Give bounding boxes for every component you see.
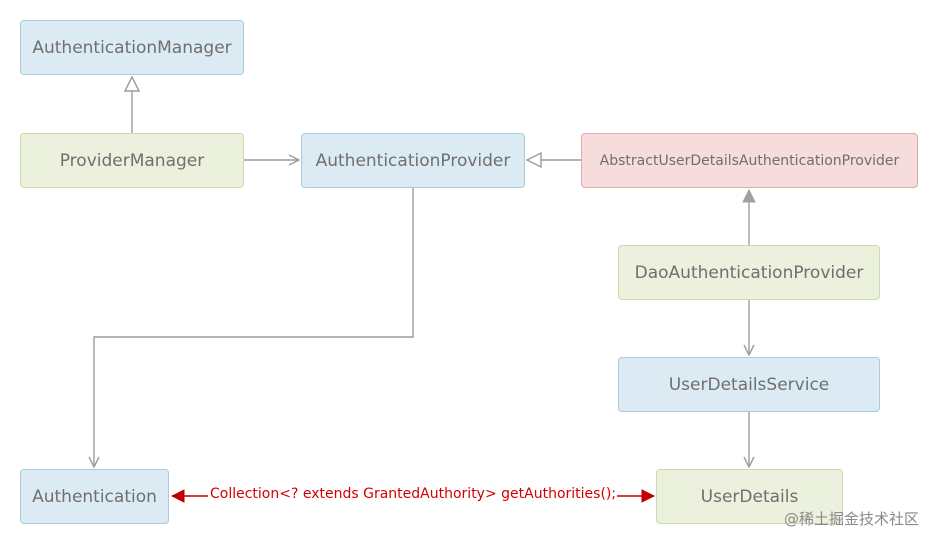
node-authentication: Authentication <box>20 469 169 524</box>
edge-authenticationprovider-authentication <box>94 188 414 467</box>
node-label: UserDetailsService <box>668 374 830 395</box>
node-label: DaoAuthenticationProvider <box>634 262 864 283</box>
node-label: Authentication <box>32 486 157 507</box>
node-abstract-user-details-authentication-provider: AbstractUserDetailsAuthenticationProvide… <box>581 133 918 188</box>
node-label: ProviderManager <box>59 150 205 171</box>
node-user-details: UserDetails <box>656 469 843 524</box>
node-label: UserDetails <box>700 486 799 507</box>
node-authentication-manager: AuthenticationManager <box>20 20 244 75</box>
node-label: AuthenticationManager <box>32 37 232 58</box>
node-label: AbstractUserDetailsAuthenticationProvide… <box>599 152 900 169</box>
node-label: AuthenticationProvider <box>315 150 511 171</box>
node-provider-manager: ProviderManager <box>20 133 244 188</box>
node-authentication-provider: AuthenticationProvider <box>301 133 525 188</box>
node-dao-authentication-provider: DaoAuthenticationProvider <box>618 245 880 300</box>
watermark: @稀土掘金技术社区 <box>783 510 919 528</box>
node-user-details-service: UserDetailsService <box>618 357 880 412</box>
relation-label: Collection<? extends GrantedAuthority> g… <box>210 486 617 502</box>
